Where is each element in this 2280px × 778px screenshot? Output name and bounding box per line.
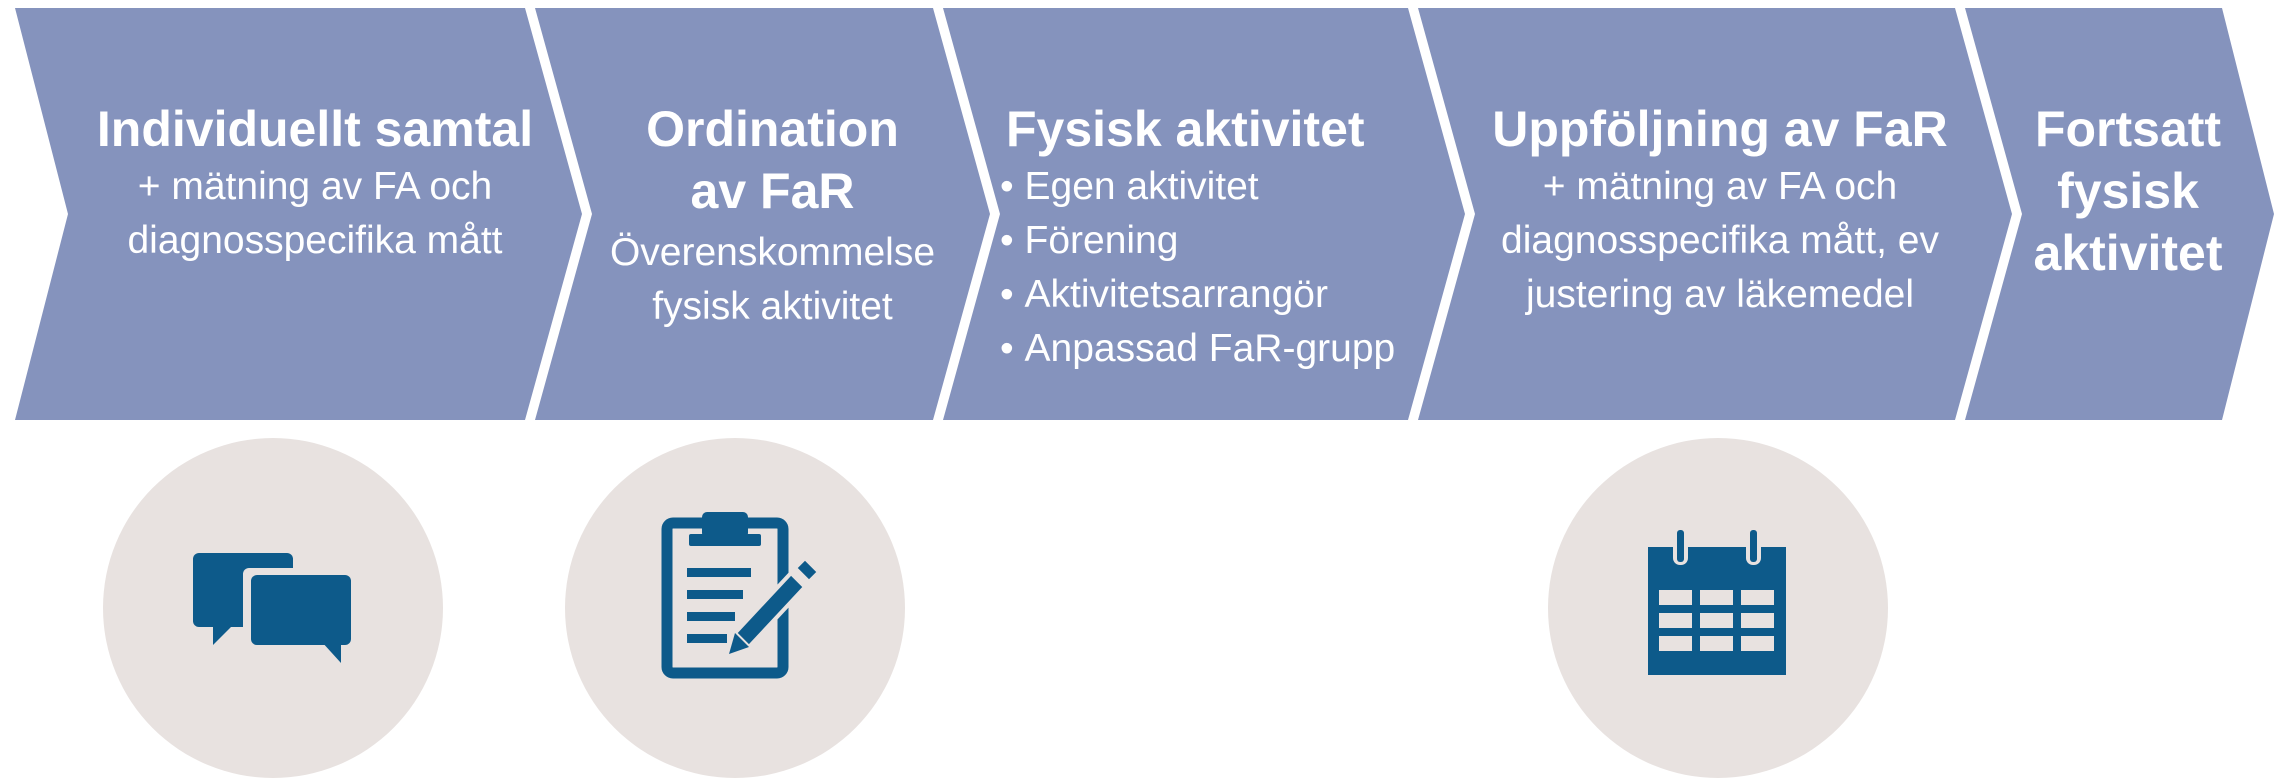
chat-icon-circle bbox=[103, 438, 443, 778]
step-4-body-line-2: diagnosspecifika mått, ev bbox=[1501, 219, 1939, 262]
chat-bubbles-icon bbox=[193, 553, 355, 663]
step-4-body-line-1: + mätning av FA och bbox=[1542, 165, 1898, 208]
step-1-body-line-1: + mätning av FA och bbox=[137, 165, 493, 208]
step-5-title-line-3: aktivitet bbox=[2033, 225, 2223, 281]
step-2: Ordination av FaR Överenskommelse fysisk… bbox=[585, 0, 960, 420]
step-4-title: Uppföljning av FaR bbox=[1492, 101, 1948, 157]
clipboard-pencil-icon bbox=[661, 512, 822, 679]
step-3: Fysisk aktivitet Egen aktivitet Förening… bbox=[1000, 0, 1420, 420]
step-4-body-line-3: justering av läkemedel bbox=[1525, 273, 1915, 316]
step-chevron-1 bbox=[15, 8, 582, 420]
step-5: Fortsatt fysisk aktivitet bbox=[2008, 0, 2248, 420]
step-2-body-line-2: fysisk aktivitet bbox=[652, 285, 893, 328]
step-3-list-item: Aktivitetsarrangör bbox=[1000, 268, 1420, 322]
step-chevron-4 bbox=[1418, 8, 2012, 420]
step-3-list-item: Förening bbox=[1000, 214, 1420, 268]
step-1-title: Individuellt samtal bbox=[96, 101, 534, 157]
step-2-title-line-1: Ordination bbox=[646, 101, 899, 157]
calendar-icon bbox=[1648, 530, 1786, 675]
step-5-title-line-1: Fortsatt bbox=[2034, 101, 2222, 157]
step-3-list-item: Anpassad FaR-grupp bbox=[1000, 322, 1420, 376]
step-1: Individuellt samtal + mätning av FA och … bbox=[55, 0, 575, 420]
clipboard-icon-circle bbox=[565, 438, 905, 778]
step-3-list-item: Egen aktivitet bbox=[1000, 160, 1420, 214]
calendar-icon-circle bbox=[1548, 438, 1888, 778]
step-3-title: Fysisk aktivitet bbox=[1006, 101, 1365, 157]
step-2-title-line-2: av FaR bbox=[690, 163, 855, 219]
step-1-body-line-2: diagnosspecifika mått bbox=[127, 219, 503, 262]
step-4: Uppföljning av FaR + mätning av FA och d… bbox=[1470, 0, 1970, 420]
step-3-list: Egen aktivitet Förening Aktivitetsarrang… bbox=[1000, 160, 1420, 376]
step-2-body-line-1: Överenskommelse bbox=[609, 231, 936, 274]
step-chevron-5 bbox=[1965, 8, 2274, 420]
step-5-title-line-2: fysisk bbox=[2057, 163, 2199, 219]
step-chevron-2 bbox=[535, 8, 990, 420]
